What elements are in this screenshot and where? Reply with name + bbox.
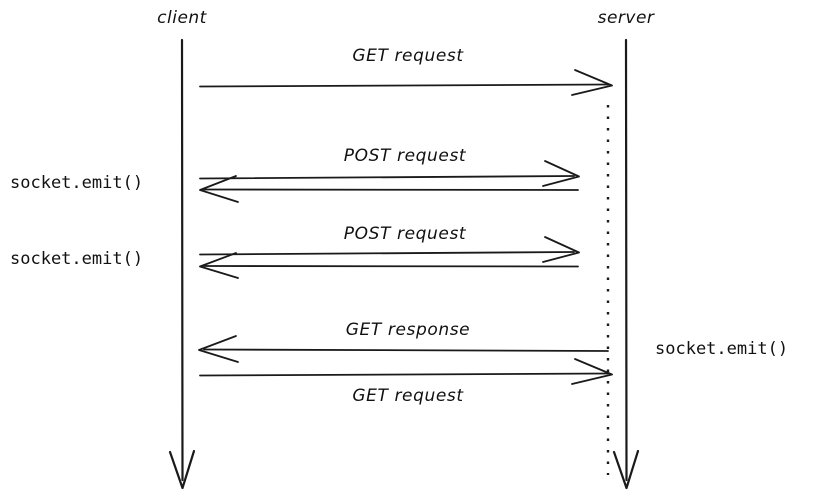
arrow-post-request-2	[199, 236, 580, 263]
arrow-get-request-2	[199, 358, 613, 385]
annotation-socket-emit-left-2: socket.emit()	[10, 249, 144, 269]
message-label-post-request-2: POST request	[343, 224, 467, 244]
arrow-post-response-2	[199, 252, 579, 279]
participant-label-server: server	[597, 8, 655, 28]
arrow-get-request-1	[199, 69, 613, 96]
message-label-get-request-1: GET request	[352, 46, 464, 66]
client-lifeline	[168, 38, 196, 490]
annotation-socket-emit-left-1: socket.emit()	[10, 173, 144, 193]
participant-label-client: client	[157, 8, 207, 28]
server-lifeline	[612, 38, 640, 490]
message-label-post-request-1: POST request	[343, 146, 467, 166]
message-label-get-request-2: GET request	[352, 386, 464, 406]
arrow-get-response	[198, 335, 609, 363]
message-label-get-response: GET response	[345, 320, 471, 340]
annotation-socket-emit-right-1: socket.emit()	[655, 339, 789, 359]
arrow-post-response-1	[199, 175, 579, 203]
arrow-post-request-1	[199, 160, 580, 187]
